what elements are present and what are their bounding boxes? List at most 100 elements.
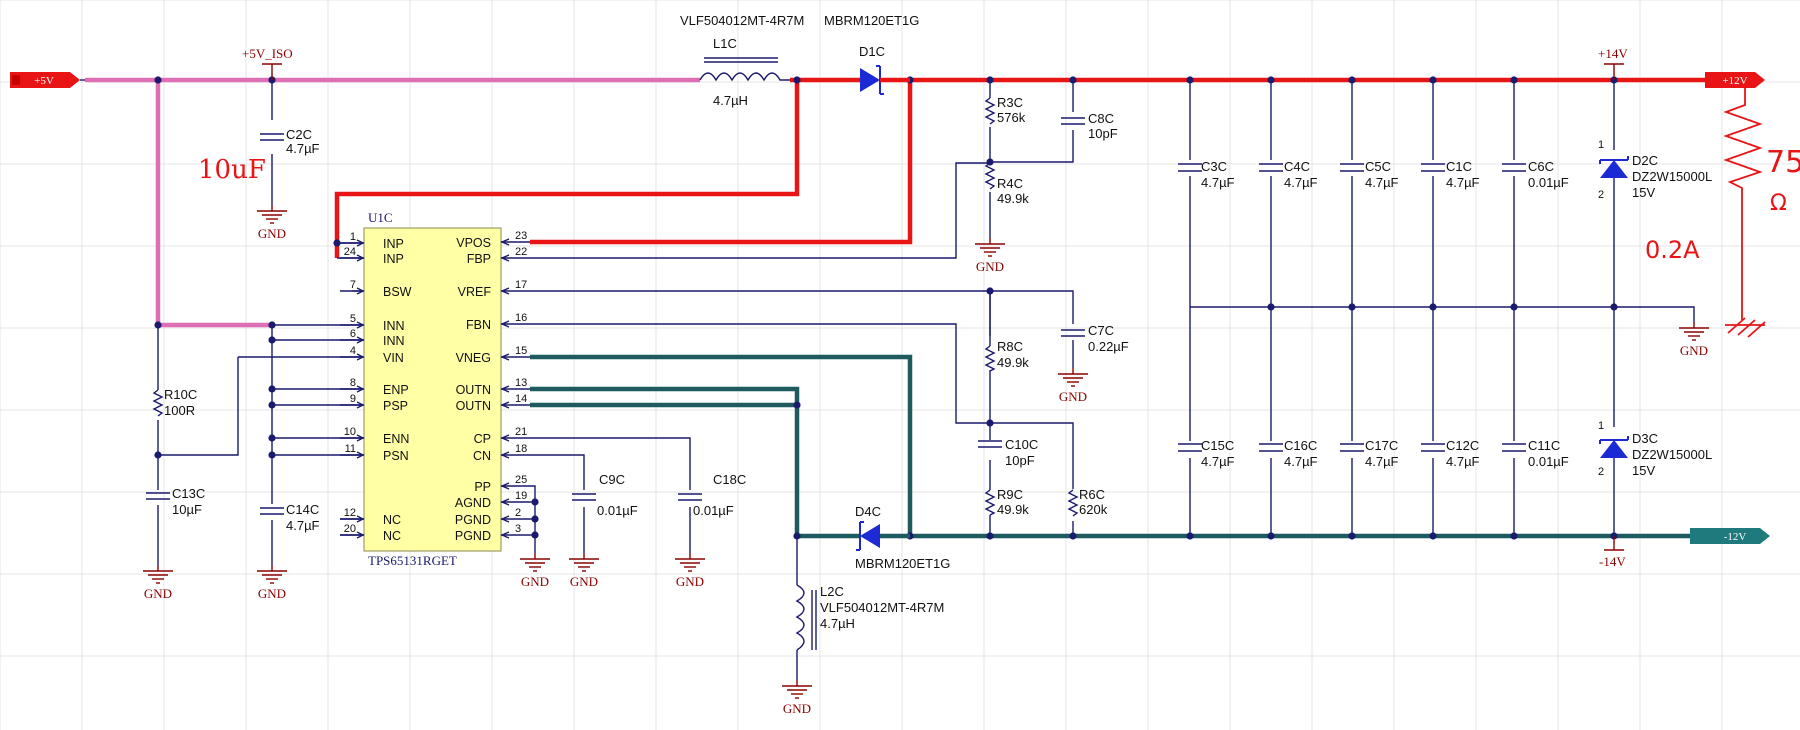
c17c-ref: C17C xyxy=(1365,438,1398,453)
annotation-75: 75 xyxy=(1766,145,1800,180)
r4c-value: 49.9k xyxy=(997,191,1029,206)
ic-pin-name: INN xyxy=(383,319,405,333)
c13c-ref: C13C xyxy=(172,486,205,501)
ground-label: GND xyxy=(976,259,1004,274)
inductor-l1c[interactable]: VLF504012MT-4R7M L1C 4.7µH xyxy=(680,13,804,108)
ic-pin-arrow-icon xyxy=(356,385,365,393)
capacitor-c15c[interactable]: C15C 4.7µF xyxy=(1178,438,1235,469)
capacitor-c5c[interactable]: C5C 4.7µF xyxy=(1340,159,1399,190)
ic-pin-number: 14 xyxy=(515,393,527,405)
ic-pin-number: 23 xyxy=(515,230,527,242)
junction-dot xyxy=(1069,76,1077,84)
junction-dot xyxy=(268,336,276,344)
ic-ref-label: U1C xyxy=(368,210,393,225)
junction-dot xyxy=(793,532,801,540)
d3c-pin1: 1 xyxy=(1598,420,1604,432)
ic-pin-name: PGND xyxy=(455,529,491,543)
net-m14: -14V xyxy=(1599,536,1626,569)
ic-pin-name: NC xyxy=(383,529,401,543)
ic-pin-name: NC xyxy=(383,513,401,527)
junction-dot xyxy=(531,531,539,539)
net-m14-label: -14V xyxy=(1599,554,1626,569)
c8c-ref: C8C xyxy=(1088,111,1114,126)
port-in-5v[interactable]: +5V xyxy=(10,72,80,88)
ic-pin-name: ENN xyxy=(383,432,409,446)
ground-icon: GND xyxy=(257,205,287,241)
ic-pin-arrow-icon xyxy=(500,498,510,506)
ic-pin-number: 7 xyxy=(350,279,356,291)
d2c-pin1: 1 xyxy=(1598,139,1604,151)
capacitor-c7c[interactable]: C7C 0.22µF xyxy=(1061,323,1129,354)
junction-dot xyxy=(1267,532,1275,540)
ic-pin-number: 22 xyxy=(515,246,527,258)
c12c-value: 4.7µF xyxy=(1446,454,1480,469)
capacitor-c18c[interactable]: C18C 0.01µF xyxy=(678,472,746,518)
junction-dot xyxy=(986,419,994,427)
junction-dot xyxy=(268,451,276,459)
ic-pin-number: 17 xyxy=(515,279,527,291)
resistor-r4c[interactable]: R4C 49.9k xyxy=(984,162,1029,206)
zener-d2c[interactable]: 1 2 D2C DZ2W15000L 15V xyxy=(1598,139,1712,201)
l1c-value: 4.7µH xyxy=(713,93,748,108)
ic-pin-arrow-icon xyxy=(500,353,510,361)
ic-pin-name: FBP xyxy=(467,252,491,266)
junction-dot xyxy=(1348,532,1356,540)
capacitor-c10c[interactable]: C10C 10pF xyxy=(978,437,1038,468)
r8c-ref: R8C xyxy=(997,339,1023,354)
capacitor-c2c[interactable]: C2C 4.7µF xyxy=(260,127,320,156)
ic-pin-number: 18 xyxy=(515,443,527,455)
c17c-value: 4.7µF xyxy=(1365,454,1399,469)
c11c-value: 0.01µF xyxy=(1528,454,1569,469)
port-pos-12v[interactable]: +12V xyxy=(1705,72,1765,88)
ground-label: GND xyxy=(676,574,704,589)
resistor-r6c[interactable]: R6C 620k xyxy=(1067,487,1108,517)
capacitor-c9c[interactable]: C9C 0.01µF xyxy=(572,472,638,518)
capacitor-c14c[interactable]: C14C 4.7µF xyxy=(260,502,320,533)
ic-pin-arrow-icon xyxy=(356,401,365,409)
r9c-ref: R9C xyxy=(997,487,1023,502)
c3c-value: 4.7µF xyxy=(1201,175,1235,190)
capacitor-c13c[interactable]: C13C 10µF xyxy=(146,486,205,517)
inductor-l2c[interactable]: L2C VLF504012MT-4R7M 4.7µH xyxy=(795,584,944,651)
ic-pin-number: 24 xyxy=(344,246,356,258)
ic-pin-name: PP xyxy=(474,480,491,494)
ic-pin-number: 4 xyxy=(350,345,356,357)
diode-d1c[interactable]: MBRM120ET1G D1C xyxy=(824,13,919,95)
c1c-ref: C1C xyxy=(1446,159,1472,174)
capacitor-c11c[interactable]: C11C 0.01µF xyxy=(1502,438,1569,469)
capacitor-c8c[interactable]: C8C 10pF xyxy=(1061,111,1118,141)
diode-d4c[interactable]: D4C MBRM120ET1G xyxy=(855,504,950,571)
capacitor-c17c[interactable]: C17C 4.7µF xyxy=(1340,438,1399,469)
capacitor-c4c[interactable]: C4C 4.7µF xyxy=(1259,159,1318,190)
junction-dot xyxy=(793,76,801,84)
ic-pin-name: VIN xyxy=(383,351,404,365)
port-neg-12v[interactable]: -12V xyxy=(1690,528,1770,544)
capacitor-c3c[interactable]: C3C 4.7µF xyxy=(1178,159,1235,190)
r8c-value: 49.9k xyxy=(997,355,1029,370)
d2c-ref: D2C xyxy=(1632,153,1658,168)
resistor-r9c[interactable]: R9C 49.9k xyxy=(984,487,1029,517)
r3c-value: 576k xyxy=(997,110,1026,125)
ic-pin-arrow-icon xyxy=(500,451,510,459)
capacitor-c12c[interactable]: C12C 4.7µF xyxy=(1421,438,1480,469)
c15c-value: 4.7µF xyxy=(1201,454,1235,469)
capacitor-c6c[interactable]: C6C 0.01µF xyxy=(1502,159,1569,190)
d2c-part: DZ2W15000L xyxy=(1632,169,1712,184)
c4c-value: 4.7µF xyxy=(1284,175,1318,190)
d2c-value: 15V xyxy=(1632,185,1655,200)
c14c-value: 4.7µF xyxy=(286,518,320,533)
capacitor-c16c[interactable]: C16C 4.7µF xyxy=(1259,438,1318,469)
resistor-r10c[interactable]: R10C 100R xyxy=(152,387,197,418)
c8c-value: 10pF xyxy=(1088,126,1118,141)
junction-dot xyxy=(986,287,994,295)
ic-pin-arrow-icon xyxy=(356,321,365,329)
junction-dot xyxy=(1348,303,1356,311)
capacitor-c1c[interactable]: C1C 4.7µF xyxy=(1421,159,1480,190)
zener-d3c[interactable]: 1 2 D3C DZ2W15000L 15V xyxy=(1598,420,1712,478)
resistor-r8c[interactable]: R8C 49.9k xyxy=(984,339,1029,372)
junction-dot xyxy=(1510,532,1518,540)
l2c-part: VLF504012MT-4R7M xyxy=(820,600,944,615)
r6c-ref: R6C xyxy=(1079,487,1105,502)
resistor-r3c[interactable]: R3C 576k xyxy=(984,95,1026,125)
